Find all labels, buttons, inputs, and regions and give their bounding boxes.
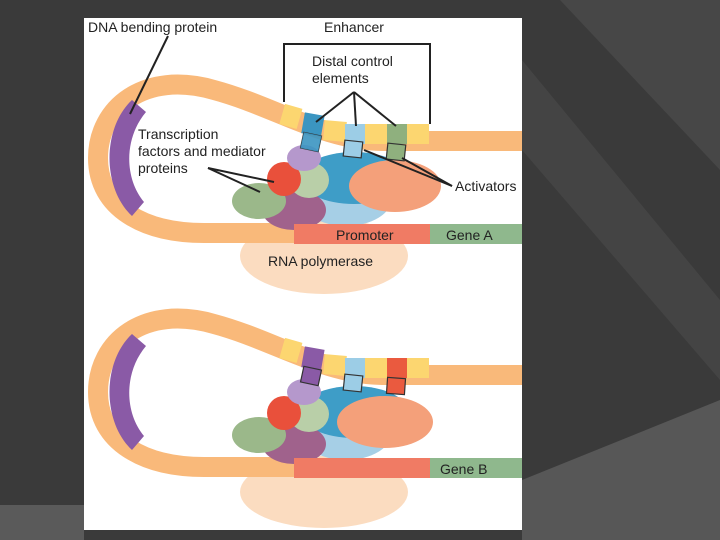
leader-line-distal: [353, 91, 397, 127]
mediator-lavender: [287, 379, 321, 405]
distal-site-red: [387, 358, 407, 378]
leader-line-distal: [353, 91, 357, 127]
label-promoter: Promoter: [336, 227, 394, 243]
gene-a-region: [430, 224, 522, 244]
panel-gene-a: DNA bending protein Enhancer Distal cont…: [87, 19, 522, 294]
background-stripe: [522, 400, 720, 540]
enhancer-segment: [279, 103, 303, 130]
leader-line-distal: [315, 91, 355, 123]
label-dna-bending-protein: DNA bending protein: [88, 19, 217, 35]
label-tf-3: proteins: [138, 160, 188, 176]
promoter-region: [294, 224, 430, 244]
distal-site-purple: [301, 346, 325, 371]
enhancer-segment: [323, 120, 347, 142]
background-stripe: [560, 0, 720, 170]
distal-site-lightblue: [345, 124, 365, 144]
diagram-svg: DNA bending protein Enhancer Distal cont…: [87, 19, 522, 528]
panel-gene-b: Gene B: [87, 308, 522, 528]
mediator-red: [267, 396, 301, 430]
mediator-complex: [232, 379, 433, 464]
activator-square-fill: [300, 132, 322, 152]
label-tf-1: Transcription: [138, 126, 218, 142]
leader-line-bending: [129, 35, 169, 115]
enhancer-bracket: [283, 43, 431, 124]
dna-bending-protein-shape: [109, 100, 146, 216]
activator-binding-square: [299, 365, 323, 387]
mediator-green: [232, 183, 286, 219]
background-stripe: [0, 505, 84, 540]
label-distal-control-2: elements: [312, 70, 369, 86]
label-enhancer: Enhancer: [324, 19, 384, 35]
activator-binding-square: [342, 373, 364, 393]
enhancer-segment: [323, 354, 347, 376]
activator-binding-square: [385, 142, 407, 162]
enhancer-segment: [279, 337, 303, 364]
activator-binding-square: [342, 139, 364, 159]
promoter-region: [294, 458, 430, 478]
activator-shape: [349, 160, 441, 212]
leader-line-activators: [363, 149, 453, 187]
mediator-complex: [232, 145, 441, 230]
distal-site-lightblue: [345, 358, 365, 378]
gene-b-region: [430, 458, 522, 478]
distal-site-blue: [301, 112, 325, 137]
label-gene-a: Gene A: [446, 227, 493, 243]
label-distal-control-1: Distal control: [312, 53, 393, 69]
enhancer-region: [279, 337, 429, 378]
leader-line-tf: [207, 167, 275, 183]
gene-regulation-figure: DNA bending protein Enhancer Distal cont…: [84, 18, 522, 530]
mediator-green: [232, 417, 286, 453]
enhancer-region: [279, 103, 429, 144]
leader-line-tf: [207, 167, 261, 193]
enhancer-segment: [365, 358, 387, 378]
enhancer-segment: [407, 124, 429, 144]
leader-line-activators: [401, 157, 453, 187]
label-gene-b: Gene B: [440, 461, 487, 477]
label-activators: Activators: [455, 178, 516, 194]
enhancer-segment: [407, 358, 429, 378]
enhancer-segment: [365, 124, 387, 144]
activator-shape: [337, 396, 433, 448]
background-stripe: [522, 60, 720, 380]
mediator-lavender: [287, 145, 321, 171]
activator-binding-square: [385, 376, 407, 396]
mediator-red: [267, 162, 301, 196]
label-tf-2: factors and mediator: [138, 143, 266, 159]
label-rna-polymerase: RNA polymerase: [268, 253, 373, 269]
distal-site-green: [387, 124, 407, 144]
dna-bending-protein-shape: [109, 334, 146, 450]
